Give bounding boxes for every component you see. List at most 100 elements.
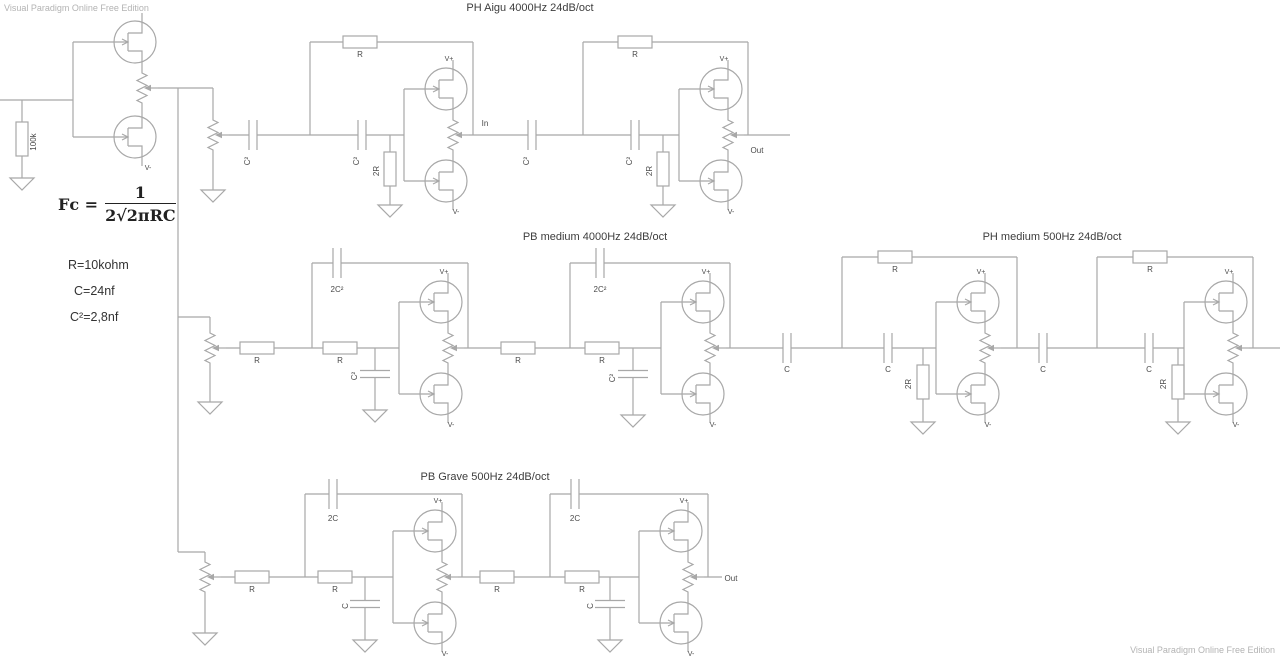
resistor-label: R [892, 265, 898, 274]
ground-icon [620, 414, 646, 428]
ground-icon [192, 632, 218, 646]
capacitor-label: C² [352, 156, 361, 165]
ground-icon [597, 639, 623, 653]
formula-numerator: 1 [105, 183, 176, 204]
v-plus-label: V+ [1225, 269, 1234, 276]
capacitor-series [527, 119, 537, 151]
lp-stage-1: R 2C R C V+ V- [234, 478, 458, 658]
v-minus-label: V- [453, 209, 460, 216]
in-node-label: In [482, 119, 489, 128]
capacitor-series [1144, 332, 1154, 364]
resistor-label: R [254, 356, 260, 365]
capacitor-label: C [341, 603, 350, 609]
input-buffer: 100k V- [0, 12, 179, 552]
resistor-label: 2R [645, 166, 654, 176]
v-plus-label: V+ [445, 56, 454, 63]
wires-top-row [158, 41, 790, 205]
capacitor-label: C² [522, 156, 531, 165]
v-minus-label: V- [1233, 422, 1240, 429]
ground-icon [197, 401, 223, 415]
series-resistor [500, 341, 536, 355]
series-resistor [317, 570, 353, 584]
out-node-label: Out [751, 146, 765, 155]
formula-lhs: Fc = [58, 194, 99, 214]
series-resistor [479, 570, 515, 584]
series-resistor [564, 570, 600, 584]
section-pb-medium: PB medium 4000Hz 24dB/oct R 2C² R C² V+ … [178, 231, 783, 429]
capacitor-label: 2C [328, 514, 338, 523]
shunt-resistor [656, 151, 670, 187]
jfet-lower [113, 108, 157, 167]
resistor-label: 2R [1159, 379, 1168, 389]
resistor-100k [15, 121, 29, 157]
capacitor-label: 2C [570, 514, 580, 523]
value-r: R=10kohm [68, 258, 129, 272]
shunt-capacitor [594, 599, 626, 609]
series-resistor [322, 341, 358, 355]
shunt-resistor [383, 151, 397, 187]
capacitor-series [883, 332, 893, 364]
section-ph-medium: PH medium 500Hz 24dB/oct C R C 2R V+ V- … [782, 231, 1280, 435]
feedback-capacitor [595, 247, 605, 279]
opamp-block [393, 502, 458, 652]
lp-stage-2: R 2C R C V+ V- Out [479, 478, 738, 658]
resistor-label: R [249, 585, 255, 594]
resistor-label: R [1147, 265, 1153, 274]
lp-stage-1: R 2C² R C² V+ V- [239, 247, 464, 429]
ground-icon [377, 204, 403, 218]
capacitor-label: C² [243, 156, 252, 165]
resistor-100k-label: 100k [29, 132, 38, 150]
buffer-wires [0, 41, 179, 552]
shunt-resistor [1171, 364, 1185, 400]
shunt-capacitor [617, 369, 649, 379]
formula-fraction: 1 2√2πRC [105, 183, 176, 225]
section-pb-grave: PB Grave 500Hz 24dB/oct R 2C R C V+ V- R… [178, 471, 738, 658]
ground-icon [910, 421, 936, 435]
capacitor-series [782, 332, 792, 364]
opamp-block [679, 60, 744, 210]
opamp-block [1184, 273, 1249, 423]
wires-bottom-row [178, 493, 722, 640]
series-resistor [234, 570, 270, 584]
opamp-block [661, 273, 726, 423]
wires-mid-left [178, 262, 783, 415]
wires-mid-right [791, 256, 1280, 422]
ground-icon [362, 409, 388, 423]
cutoff-formula: Fc = 1 2√2πRC [58, 183, 176, 225]
resistor-label: R [332, 585, 338, 594]
hp-stage-1: C R C 2R V+ V- [782, 250, 1001, 435]
section-title: PH medium 500Hz 24dB/oct [983, 231, 1122, 243]
opamp-block [404, 60, 469, 210]
opamp-block [936, 273, 1001, 423]
component-values: R=10kohm C=24nf C²=2,8nf [62, 258, 129, 336]
resistor-label: R [357, 50, 363, 59]
section-title: PB Grave 500Hz 24dB/oct [420, 471, 549, 483]
v-plus-label: V+ [680, 498, 689, 505]
opamp-block [639, 502, 704, 652]
feedback-resistor [1132, 250, 1168, 264]
resistor-label: R [494, 585, 500, 594]
feedback-capacitor [328, 478, 338, 510]
capacitor-label: C² [608, 373, 617, 382]
feedback-capacitor [332, 247, 342, 279]
capacitor-label: C² [350, 371, 359, 380]
section-title: PH Aigu 4000Hz 24dB/oct [466, 2, 593, 14]
v-plus-label: V+ [440, 269, 449, 276]
v-plus-label: V+ [720, 56, 729, 63]
capacitor-label: C [1040, 365, 1046, 374]
capacitor-label: 2C² [331, 285, 344, 294]
feedback-resistor [617, 35, 653, 49]
capacitor-label: C² [625, 156, 634, 165]
ground-icon [1165, 421, 1191, 435]
resistor-label: R [632, 50, 638, 59]
watermark-bottom-right: Visual Paradigm Online Free Edition [1130, 645, 1275, 655]
capacitor-label: 2C² [594, 285, 607, 294]
watermark-top-left: Visual Paradigm Online Free Edition [4, 3, 149, 13]
v-minus-label: V- [985, 422, 992, 429]
hp-stage-1: C² R C² 2R V+ V- In [243, 35, 489, 218]
resistor-label: R [599, 356, 605, 365]
formula-denominator: 2√2πRC [105, 206, 176, 225]
capacitor-series [248, 119, 258, 151]
value-c2: C²=2,8nf [70, 310, 119, 324]
